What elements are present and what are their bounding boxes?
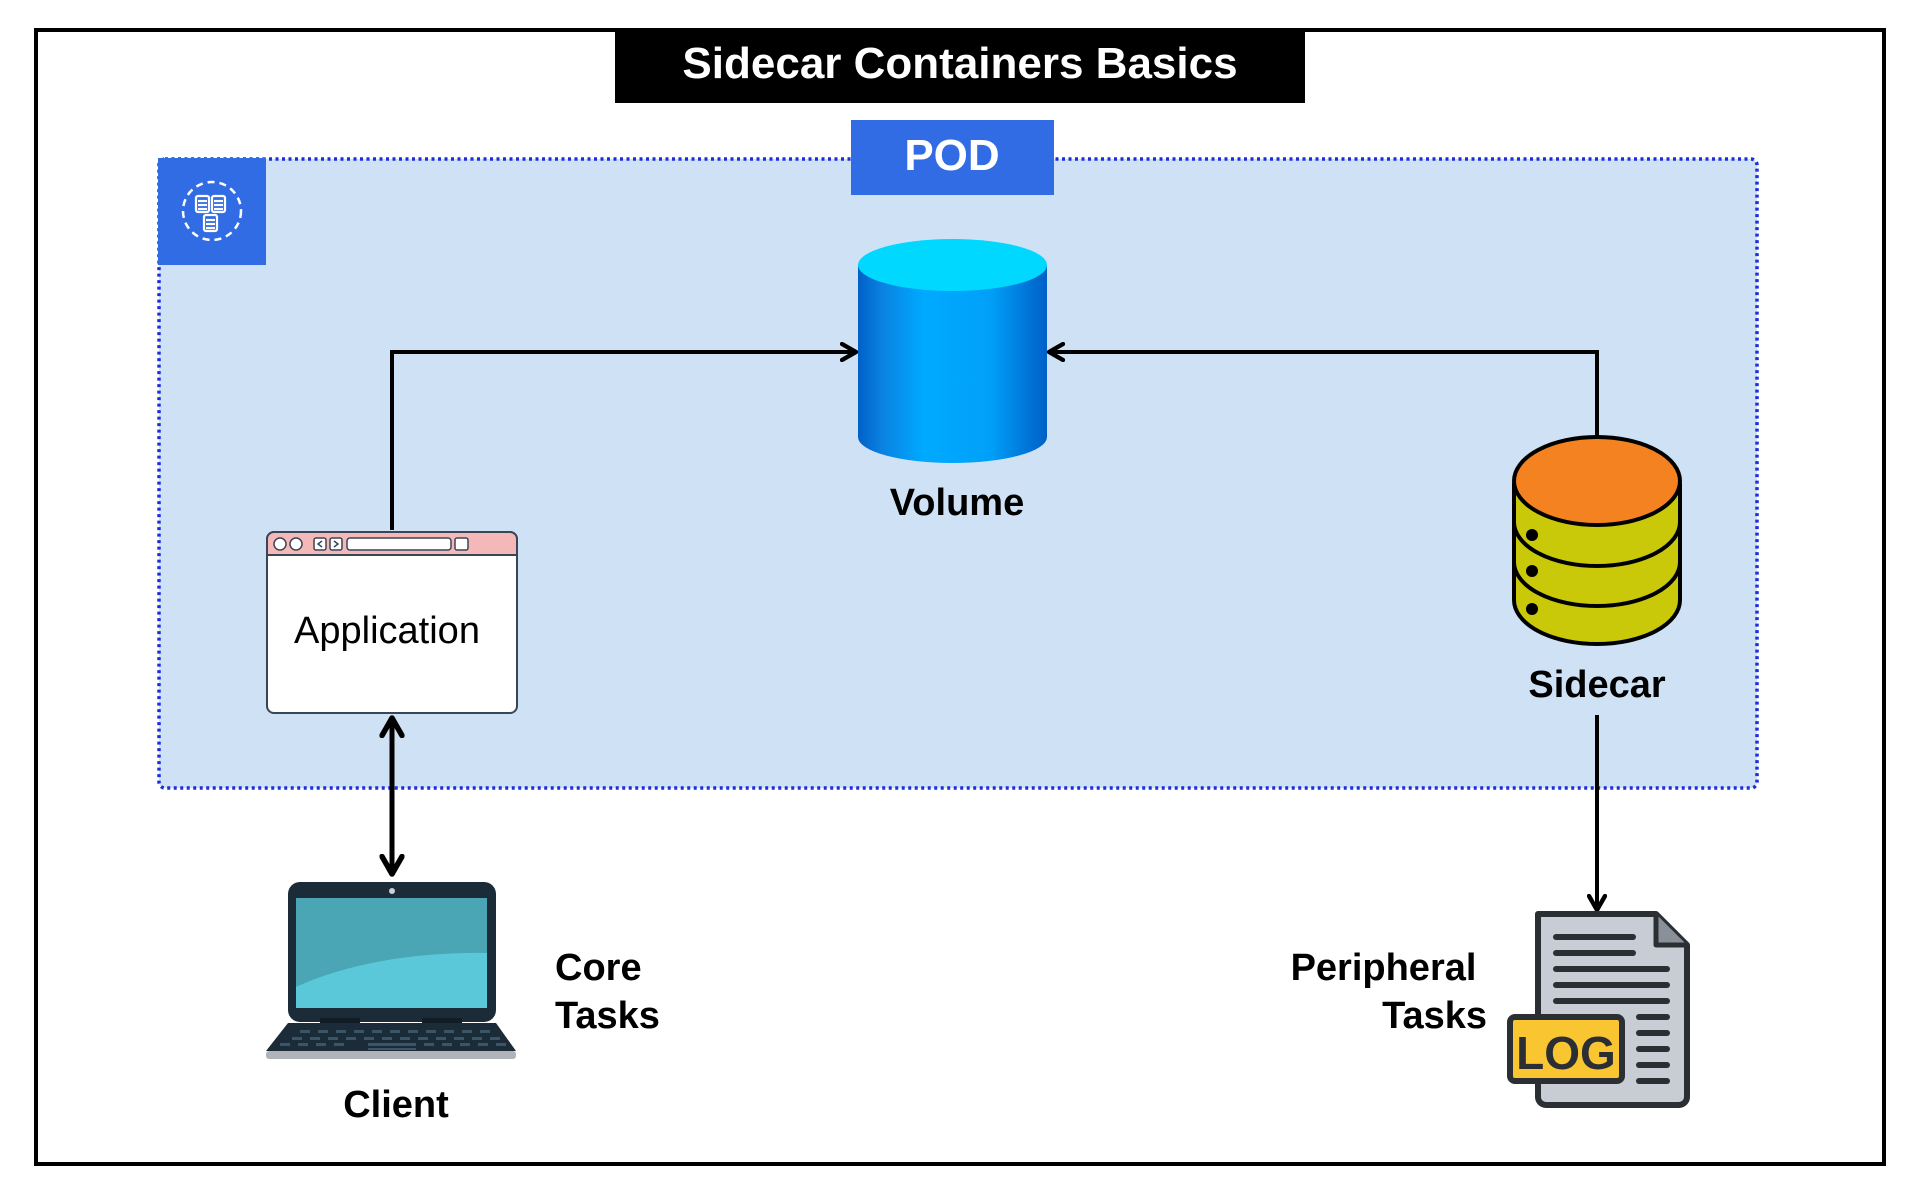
- client-label: Client: [343, 1084, 449, 1126]
- volume-label: Volume: [890, 482, 1024, 524]
- database-stack-icon: [1512, 435, 1682, 646]
- laptop-icon: [266, 882, 516, 1059]
- pod-badge: POD: [851, 120, 1054, 195]
- application-label: Application: [294, 610, 480, 652]
- cylinder-volume-icon: [858, 239, 1047, 464]
- title-banner: Sidecar Containers Basics: [615, 30, 1305, 103]
- arrow-sidecar-to-volume: [1049, 352, 1599, 440]
- log-badge-text: LOG: [1516, 1027, 1616, 1079]
- sidecar-label: Sidecar: [1528, 664, 1666, 706]
- core-tasks-line-2: Tasks: [555, 995, 660, 1037]
- pod-icon: [158, 158, 266, 265]
- arrow-application-to-volume: [390, 352, 856, 530]
- diagram-title: Sidecar Containers Basics: [682, 39, 1237, 88]
- core-tasks-label: Core Tasks: [555, 947, 660, 1037]
- peripheral-tasks-line-1: Peripheral: [1291, 947, 1477, 989]
- peripheral-tasks-line-2: Tasks: [1382, 995, 1487, 1037]
- core-tasks-line-1: Core: [555, 947, 642, 989]
- log-file-icon: LOG: [1507, 911, 1690, 1108]
- pod-label: POD: [904, 131, 999, 180]
- browser-window-icon: [266, 531, 518, 714]
- peripheral-tasks-label: Peripheral Tasks: [1291, 947, 1487, 1037]
